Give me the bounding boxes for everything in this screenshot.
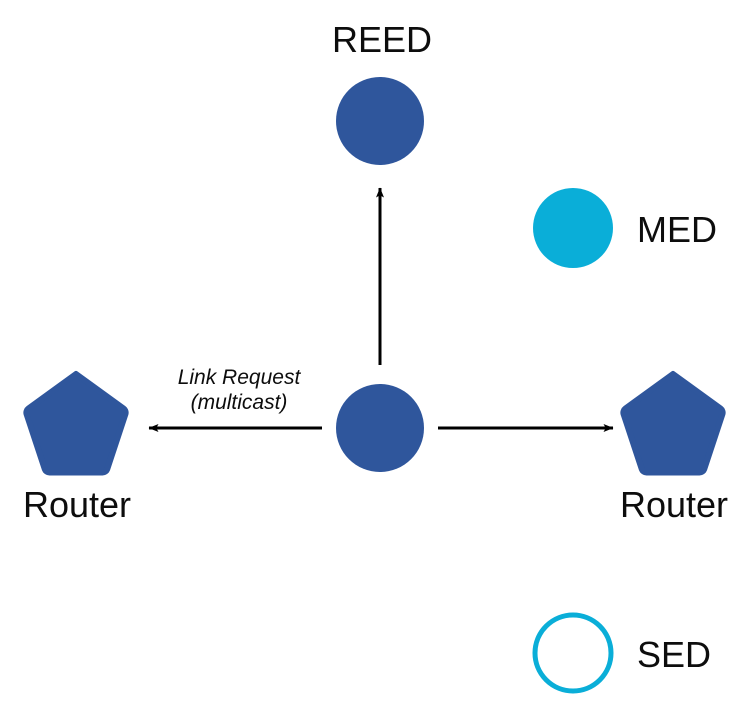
- med-circle-icon[interactable]: [533, 188, 613, 268]
- reed-label: REED: [332, 19, 432, 60]
- sender-circle-icon[interactable]: [336, 384, 424, 472]
- node-med[interactable]: MED: [533, 188, 717, 268]
- node-sed[interactable]: SED: [532, 612, 711, 694]
- reed-circle-icon[interactable]: [336, 77, 424, 165]
- router-left-label: Router: [23, 484, 131, 525]
- med-label: MED: [637, 209, 717, 250]
- arrow-group: [148, 187, 614, 432]
- edge-label-line2: (multicast): [191, 391, 288, 414]
- node-sender[interactable]: [336, 384, 424, 472]
- router-right-label: Router: [620, 484, 728, 525]
- edge-label-link-request: Link Request (multicast): [178, 366, 302, 414]
- node-reed[interactable]: REED: [332, 19, 432, 165]
- node-router-right[interactable]: Router: [620, 371, 728, 525]
- node-router-left[interactable]: Router: [23, 371, 131, 525]
- sed-label: SED: [637, 634, 711, 675]
- router-left-pentagon-icon[interactable]: [23, 371, 129, 476]
- router-right-pentagon-icon[interactable]: [620, 371, 726, 476]
- sed-circle-icon[interactable]: [532, 612, 614, 694]
- edge-label-line1: Link Request: [178, 366, 302, 389]
